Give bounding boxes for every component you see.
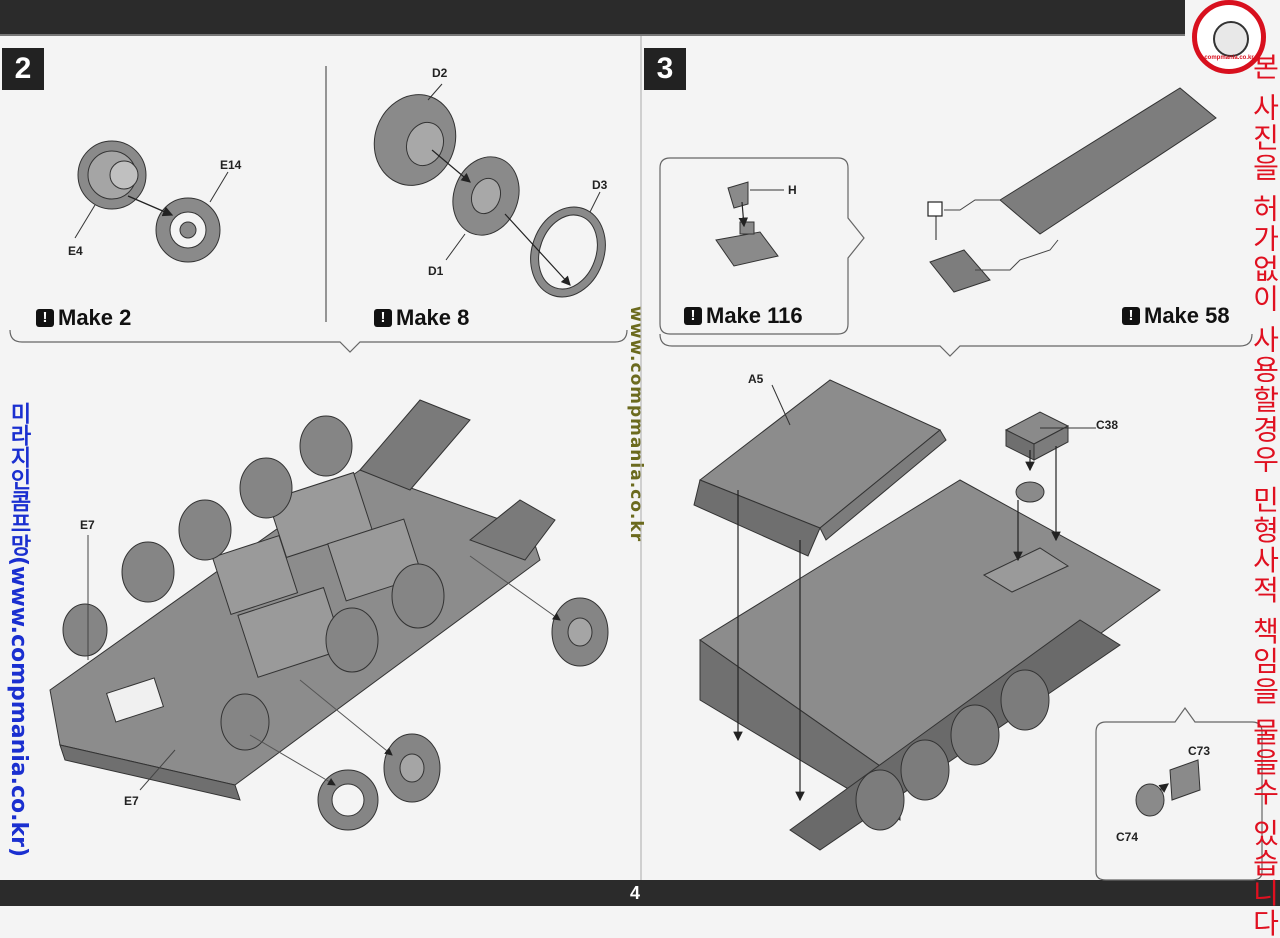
make-116-text: Make 116 (706, 303, 803, 328)
track-link-h (715, 181, 779, 267)
tire-d3 (530, 206, 606, 298)
warning-icon: ! (684, 307, 702, 325)
step-2-number: 2 (2, 48, 44, 90)
part-c73-c74 (1135, 759, 1201, 817)
label-a5: A5 (748, 372, 764, 386)
top-bar-rule (0, 34, 1185, 36)
sprocket-e4 (77, 140, 147, 210)
warning-icon: ! (374, 309, 392, 327)
assembly-illustrations (9, 66, 1263, 881)
label-d3: D3 (592, 178, 608, 192)
panel-divider (640, 36, 642, 880)
top-bar (0, 0, 1185, 34)
compmania-logo: compmania.co.kr (1192, 0, 1266, 74)
make-2-text: Make 2 (58, 305, 132, 330)
page-number: 4 (629, 883, 640, 903)
sprocket-e14 (155, 197, 221, 263)
label-e4: E4 (68, 244, 83, 258)
label-e7-bottom: E7 (124, 794, 139, 808)
warning-icon: ! (1122, 307, 1140, 325)
logo-text: compmania.co.kr (1204, 55, 1254, 61)
logo-inner-icon (1213, 21, 1249, 57)
upper-hull-a5 (693, 379, 947, 557)
make-2-note: ! Make 2 (36, 305, 131, 331)
hull-road-wheels (62, 415, 445, 751)
wheel-d1 (452, 156, 520, 236)
label-d1: D1 (428, 264, 444, 278)
hull-tracks-wheels (855, 669, 1050, 831)
label-e14: E14 (220, 158, 242, 172)
bottom-bar (0, 880, 1280, 906)
center-url-watermark: www.compmania.co.kr (626, 306, 646, 543)
label-d2: D2 (432, 66, 448, 80)
make-8-note: ! Make 8 (374, 305, 469, 331)
label-c74: C74 (1116, 830, 1139, 844)
label-c38: C38 (1096, 418, 1119, 432)
track-run (929, 87, 1217, 293)
right-watermark: 본 사진을 허가없이 사용할경우 민형사적 책임을 물을수 있습니다 (1248, 52, 1280, 938)
step-3-number: 3 (644, 48, 686, 90)
hull-underside (49, 399, 556, 801)
label-c73: C73 (1188, 744, 1211, 758)
make-58-note: ! Make 58 (1122, 303, 1230, 329)
label-h: H (788, 183, 797, 197)
make-116-note: ! Make 116 (684, 303, 803, 329)
wheel-d2 (373, 94, 457, 186)
warning-icon: ! (36, 309, 54, 327)
make-8-text: Make 8 (396, 305, 470, 330)
part-c38 (982, 411, 1070, 593)
left-watermark: 미라지인콤프망(www.compmania.co.kr) (6, 402, 31, 858)
label-e7-top: E7 (80, 518, 95, 532)
make-58-text: Make 58 (1144, 303, 1230, 328)
